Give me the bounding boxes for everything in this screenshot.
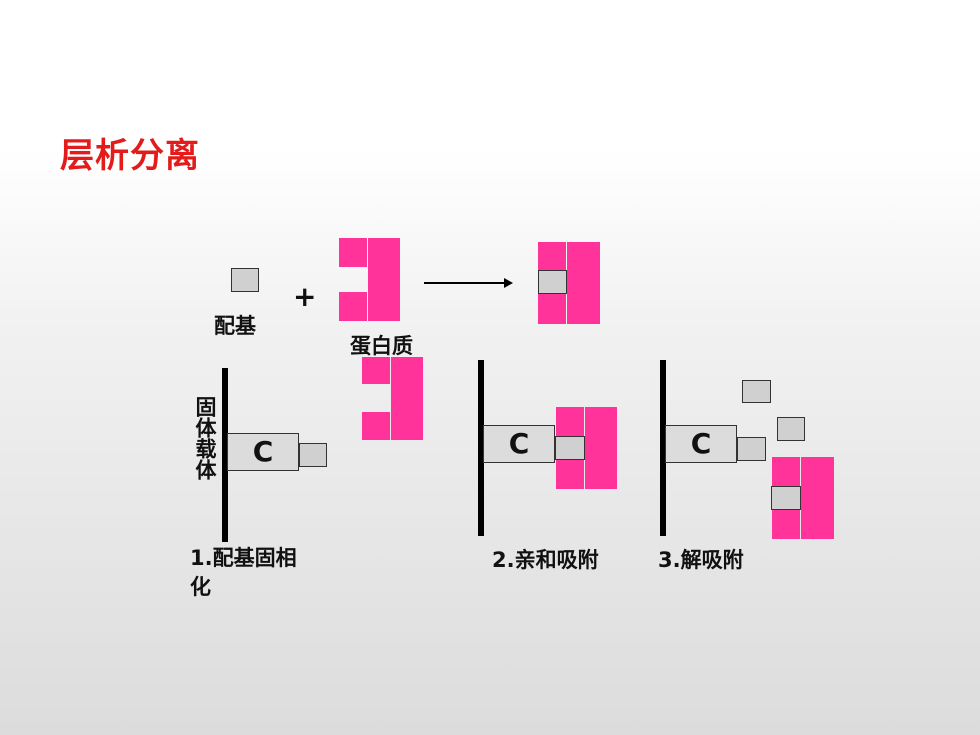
carrier-letter-1: C [252, 435, 274, 468]
immobilized-ligand-1 [299, 443, 327, 467]
step2-label: 2.亲和吸附 [492, 548, 599, 572]
ligand-square [231, 268, 259, 292]
carrier-letter-3: C [690, 427, 712, 460]
carrier-block-3: C [665, 425, 737, 463]
step3-label: 3.解吸附 [658, 548, 744, 572]
arrow-icon [424, 278, 513, 288]
slide-title: 层析分离 [60, 136, 200, 176]
step1-line2: 化 [190, 575, 211, 599]
immobilized-ligand-3 [737, 437, 766, 461]
free-ligand-a [742, 380, 771, 403]
plus-sign: + [293, 280, 317, 313]
solid-support-bar-1 [222, 368, 228, 542]
carrier-letter-2: C [508, 427, 530, 460]
solid-support-bar-3 [660, 360, 666, 536]
step1-line1: 1.配基固相 [190, 546, 297, 570]
ligand-label: 配基 [214, 314, 256, 338]
carrier-block-1: C [227, 433, 299, 471]
support-label: 固体载体 [193, 396, 217, 480]
carrier-block-2: C [483, 425, 555, 463]
step1-label: 1.配基固相 化 [190, 544, 297, 602]
protein-label: 蛋白质 [350, 334, 413, 358]
free-ligand-b [777, 417, 805, 441]
solid-support-bar-2 [478, 360, 484, 536]
